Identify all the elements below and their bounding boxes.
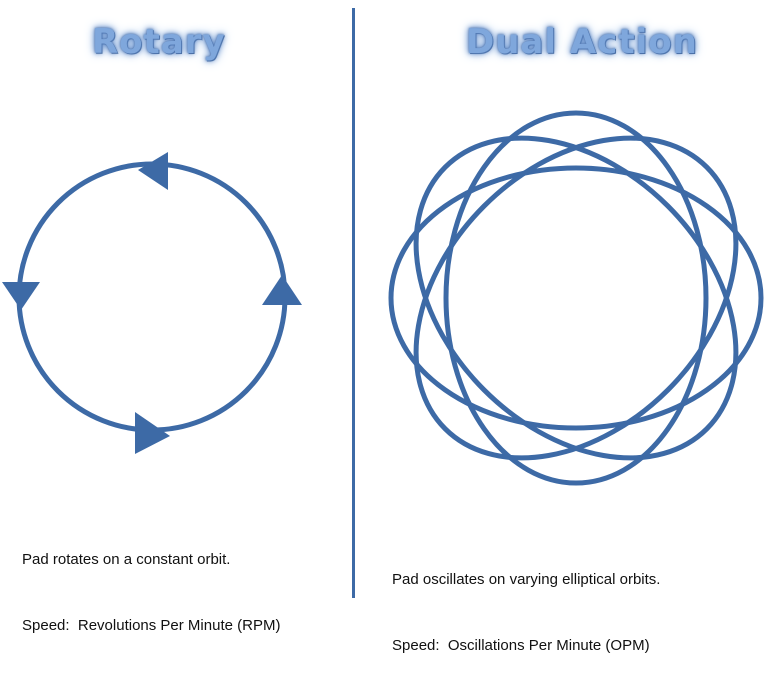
dual-action-title: Dual Action: [466, 22, 698, 62]
motion-diagrams: [2, 110, 764, 486]
rotary-caption: Pad rotates on a constant orbit. Speed: …: [22, 505, 280, 659]
dual-action-description: Pad oscillates on varying elliptical orb…: [392, 571, 661, 588]
dual-action-diagram: [388, 110, 764, 486]
rotary-title: Rotary: [92, 22, 226, 62]
arrow-right-icon: [262, 275, 302, 305]
rotary-diagram: [2, 152, 302, 454]
arrow-top-icon: [138, 152, 168, 190]
arrow-left-icon: [2, 282, 40, 310]
rotary-orbit-circle: [16, 161, 288, 433]
orbit-ellipse-4: [413, 135, 739, 461]
arrow-bottom-icon: [135, 412, 170, 454]
orbit-ellipse-2: [413, 135, 739, 461]
dual-action-speed: Speed: Oscillations Per Minute (OPM): [392, 637, 650, 654]
rotary-description: Pad rotates on a constant orbit.: [22, 551, 231, 568]
dual-action-caption: Pad oscillates on varying elliptical orb…: [392, 525, 660, 679]
orbit-ellipse-3: [443, 110, 709, 486]
rotary-speed: Speed: Revolutions Per Minute (RPM): [22, 617, 281, 634]
orbit-ellipse-1: [388, 165, 764, 431]
panel-divider: [352, 8, 355, 598]
